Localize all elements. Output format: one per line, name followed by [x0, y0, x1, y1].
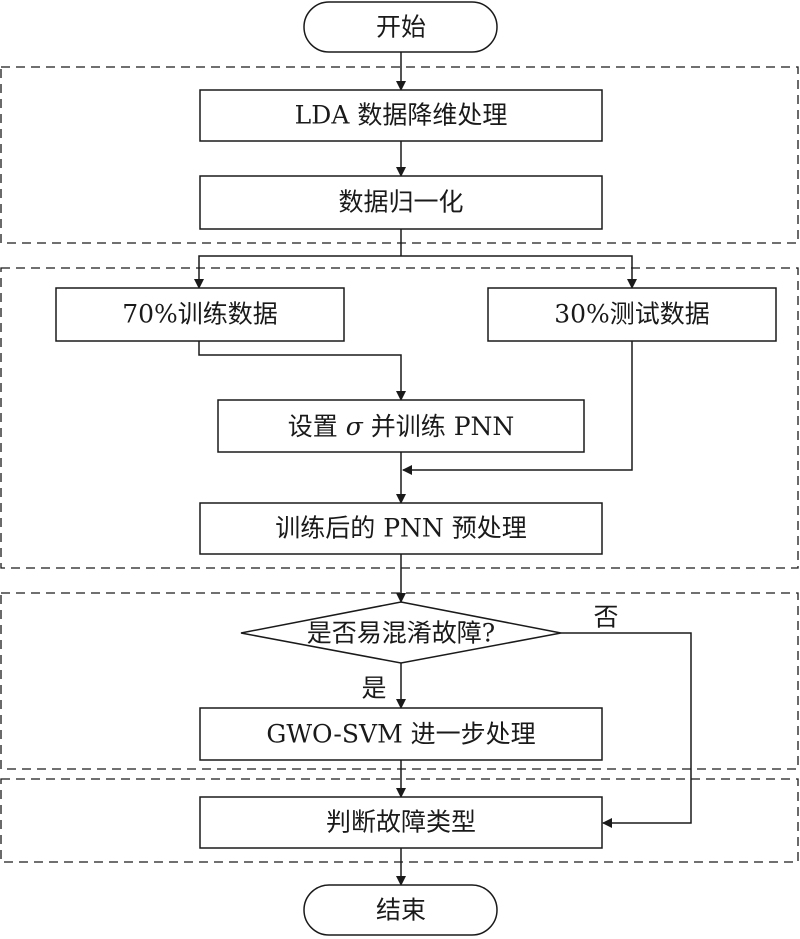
pnn-pre-label: 训练后的 PNN 预处理 — [275, 514, 526, 543]
train-data-label: 70%训练数据 — [122, 300, 278, 329]
judge-label: 判断故障类型 — [326, 808, 476, 837]
train-pnn-prefix: 设置 — [288, 412, 338, 441]
arrow-train-pnn — [198, 341, 406, 401]
branch-no-label: 否 — [593, 603, 618, 632]
step-train-data — [55, 287, 345, 342]
arrow-split-test — [401, 255, 637, 289]
step-train-pnn — [217, 399, 585, 453]
branch-yes-label: 是 — [361, 674, 386, 703]
end-label: 结束 — [376, 896, 426, 925]
step-lda — [199, 89, 603, 142]
step-pnn-pre — [199, 502, 603, 555]
train-pnn-suffix: 并训练 PNN — [371, 412, 515, 441]
step-gwo-svm — [199, 707, 603, 761]
start-label: 开始 — [376, 13, 426, 42]
sigma-symbol: σ — [346, 412, 364, 441]
arrow-decision-no — [561, 632, 692, 828]
step-normalize — [199, 175, 603, 230]
group-judge-frame — [0, 778, 799, 863]
lda-label: LDA 数据降维处理 — [295, 101, 508, 130]
decision-diamond — [240, 601, 562, 664]
step-test-data — [487, 287, 777, 342]
decision-label: 是否易混淆故障? — [307, 619, 495, 648]
gwo-svm-label: GWO-SVM 进一步处理 — [266, 720, 535, 749]
end-terminal — [303, 884, 498, 936]
test-data-label: 30%测试数据 — [554, 300, 710, 329]
normalize-label: 数据归一化 — [338, 188, 463, 217]
group-pnn-frame — [0, 267, 799, 569]
step-judge — [199, 796, 603, 849]
start-terminal — [303, 1, 498, 53]
group-preprocess-frame — [0, 66, 799, 244]
arrow-test-merge — [402, 341, 633, 475]
arrow-split-train — [194, 255, 401, 289]
